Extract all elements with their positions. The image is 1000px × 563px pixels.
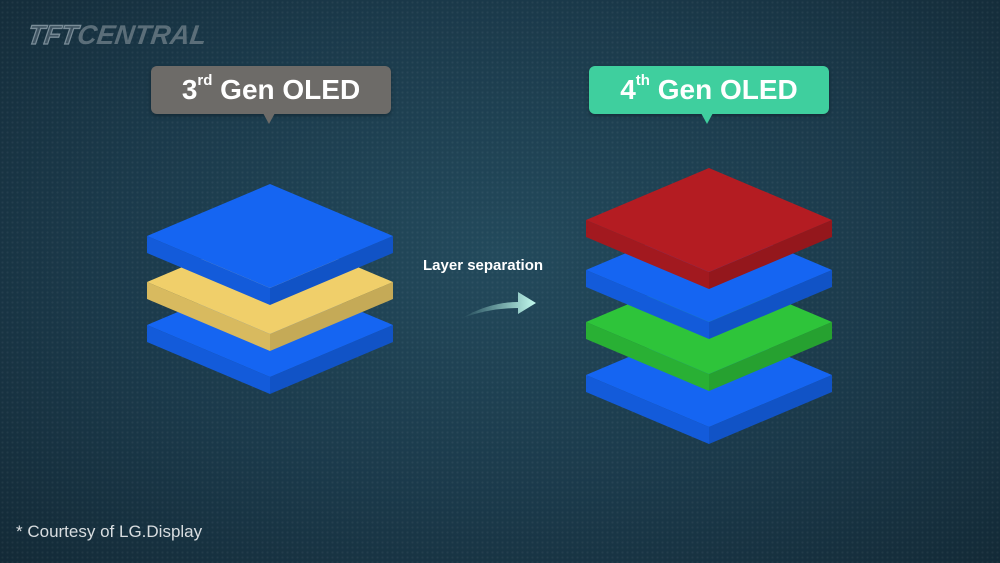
layer-face <box>147 184 393 288</box>
bubble-tail <box>701 113 713 124</box>
layer-face <box>709 220 832 289</box>
label-sup: th <box>635 72 650 89</box>
layer-blue <box>147 184 393 305</box>
layer-red <box>586 168 832 289</box>
label-rest: Gen OLED <box>212 74 361 105</box>
arrow-icon <box>462 292 536 318</box>
layer-face <box>586 270 709 339</box>
label-4th-gen-oled: 4th Gen OLED <box>589 66 829 124</box>
label-num: 4 <box>620 74 636 105</box>
layer-face <box>586 322 709 391</box>
label-rest: Gen OLED <box>649 74 798 105</box>
label-num: 3 <box>181 74 198 105</box>
label-sup: rd <box>197 72 213 89</box>
layer-face <box>709 322 832 391</box>
layer-face <box>586 375 709 444</box>
layer-face <box>586 220 709 289</box>
footnote: * Courtesy of LG.Display <box>16 522 203 541</box>
label-3rd-gen-oled: 3rd Gen OLED <box>151 66 391 124</box>
layer-face <box>270 325 393 394</box>
layer-face <box>147 236 270 305</box>
layer-face <box>586 168 832 272</box>
bubble-tail <box>263 113 275 124</box>
layer-face <box>147 282 270 351</box>
layer-separation-label: Layer separation <box>423 257 544 274</box>
layer-face <box>709 270 832 339</box>
layer-face <box>270 236 393 305</box>
layer-face <box>147 325 270 394</box>
layer-face <box>709 375 832 444</box>
layer-face <box>270 282 393 351</box>
